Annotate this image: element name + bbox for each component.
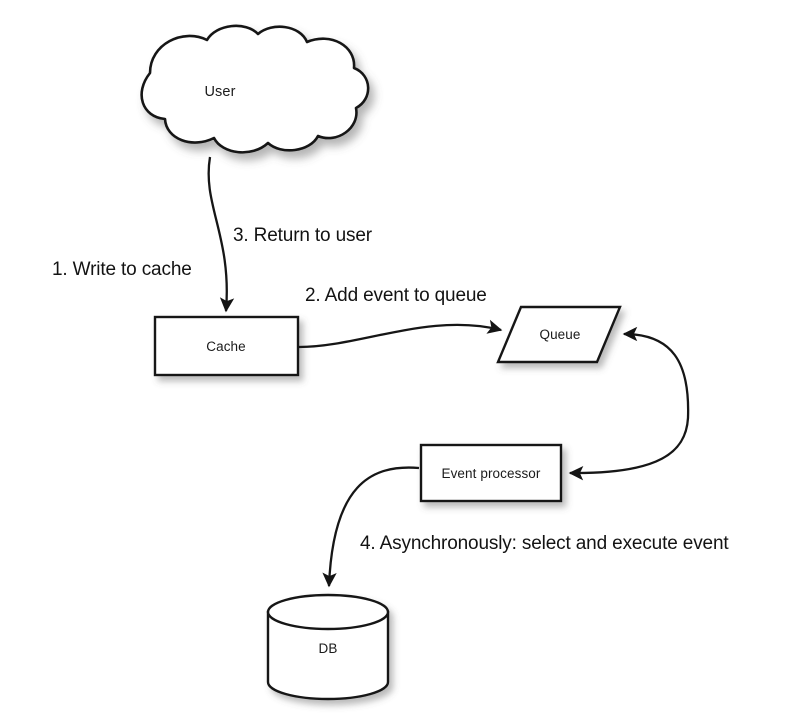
arrow-user-to-cache — [207, 156, 235, 313]
db-top-ellipse — [266, 593, 390, 631]
arrow-queue-eventprocessor-loop — [568, 326, 690, 481]
arrow-cache-to-queue — [298, 319, 503, 349]
edge-label-return-to-user: 3. Return to user — [233, 225, 372, 246]
db-body — [266, 610, 390, 701]
node-label-db: DB — [318, 641, 338, 656]
edge-label-async-select-execute: 4. Asynchronously: select and execute ev… — [360, 533, 729, 554]
node-user[interactable] — [140, 24, 370, 154]
node-label-user: User — [204, 84, 236, 100]
cloud-outline — [140, 24, 370, 154]
edge-label-write-to-cache: 1. Write to cache — [52, 259, 192, 280]
edge-label-add-event-to-queue: 2. Add event to queue — [305, 285, 487, 306]
node-label-event-processor: Event processor — [441, 466, 541, 481]
arrow-eventprocessor-to-db — [322, 466, 420, 588]
node-db[interactable] — [266, 593, 390, 701]
node-label-cache: Cache — [206, 339, 246, 354]
cache-rect — [153, 315, 300, 377]
node-event-processor[interactable] — [419, 443, 563, 503]
node-cache[interactable] — [153, 315, 300, 377]
event-processor-rect — [419, 443, 563, 503]
node-label-queue: Queue — [539, 327, 581, 342]
